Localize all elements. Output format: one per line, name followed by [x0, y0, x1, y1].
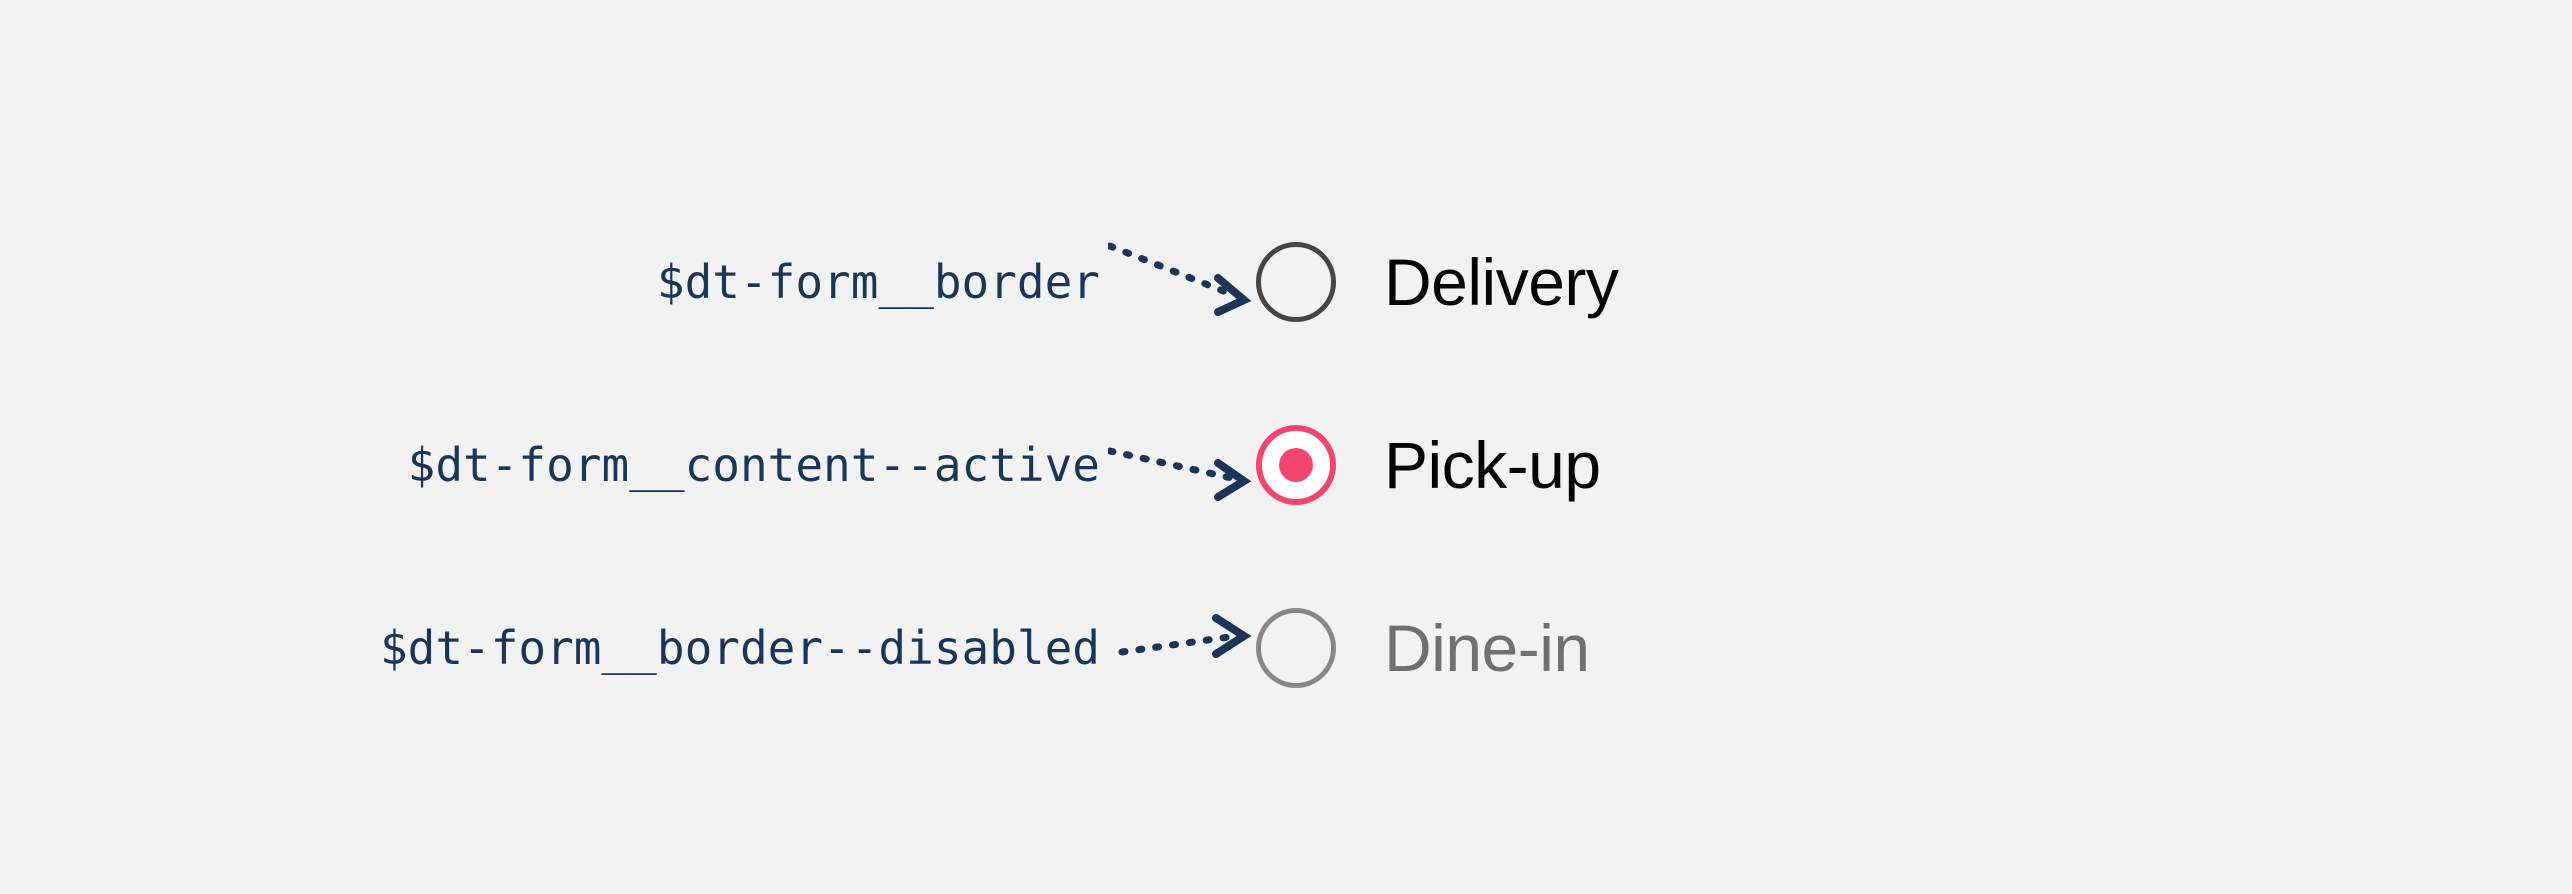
token-label-border-disabled: $dt-form__border--disabled	[379, 621, 1100, 675]
radio-unselected-icon[interactable]	[1256, 242, 1336, 322]
token-label-content-active: $dt-form__content--active	[407, 438, 1100, 492]
token-label-border: $dt-form__border	[656, 255, 1100, 309]
radio-selected-icon[interactable]	[1256, 425, 1336, 505]
option-label-dinein: Dine-in	[1384, 611, 1590, 685]
option-label-delivery[interactable]: Delivery	[1384, 245, 1619, 319]
dotted-arrow-icon	[1118, 614, 1252, 658]
radio-unselected-disabled-icon	[1256, 608, 1336, 688]
option-label-pickup[interactable]: Pick-up	[1384, 428, 1601, 502]
annotation-row-delivery: $dt-form__border Delivery	[0, 222, 2572, 342]
annotation-row-pickup: $dt-form__content--active Pick-up	[0, 405, 2572, 525]
annotation-row-dinein: $dt-form__border--disabled Dine-in	[0, 588, 2572, 708]
dotted-arrow-icon	[1108, 447, 1252, 501]
radio-dot-icon	[1279, 448, 1313, 482]
dotted-arrow-icon	[1108, 242, 1252, 316]
